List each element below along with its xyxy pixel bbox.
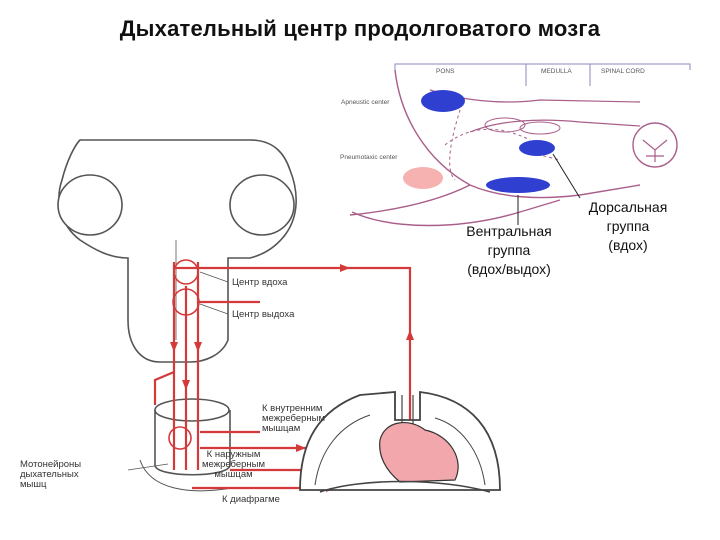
motoneurons-label: Мотонейроны дыхательных мышц (20, 459, 82, 490)
region-pons: PONS (436, 68, 455, 75)
external-intercostal-label: К наружным межреберным мышцам (202, 449, 266, 480)
pneumotaxic-center-blob (403, 167, 443, 189)
apneustic-center-blob (421, 90, 465, 112)
right-hemisphere (229, 174, 295, 236)
region-spinal-cord: SPINAL CORD (601, 68, 645, 75)
page-title: Дыхательный центр продолговатого мозга (119, 16, 601, 41)
diaphragm-label: К диафрагме (222, 494, 280, 505)
heart (379, 422, 459, 483)
region-medulla: MEDULLA (541, 68, 572, 75)
dorsal-group-label: Дорсальная группа (вдох) (588, 199, 668, 253)
pneumotaxic-center-label: Pneumotaxic center (340, 154, 398, 161)
apneustic-center-label: Apneustic center (341, 99, 390, 106)
internal-intercostal-label: К внутренним межреберным мышцам (262, 403, 326, 434)
brainstem-outline (349, 69, 641, 227)
exhale-center-label: Центр выдоха (232, 309, 295, 320)
dorsal-group-blob (519, 140, 555, 156)
left-hemisphere (57, 174, 123, 236)
ventral-group-label: Вентральная группа (вдох/выдох) (466, 223, 552, 277)
brain-outline (58, 139, 297, 363)
spinal-cord-section (632, 122, 678, 168)
inhale-center-label: Центр вдоха (232, 277, 288, 288)
ventral-group-blob (486, 177, 550, 193)
